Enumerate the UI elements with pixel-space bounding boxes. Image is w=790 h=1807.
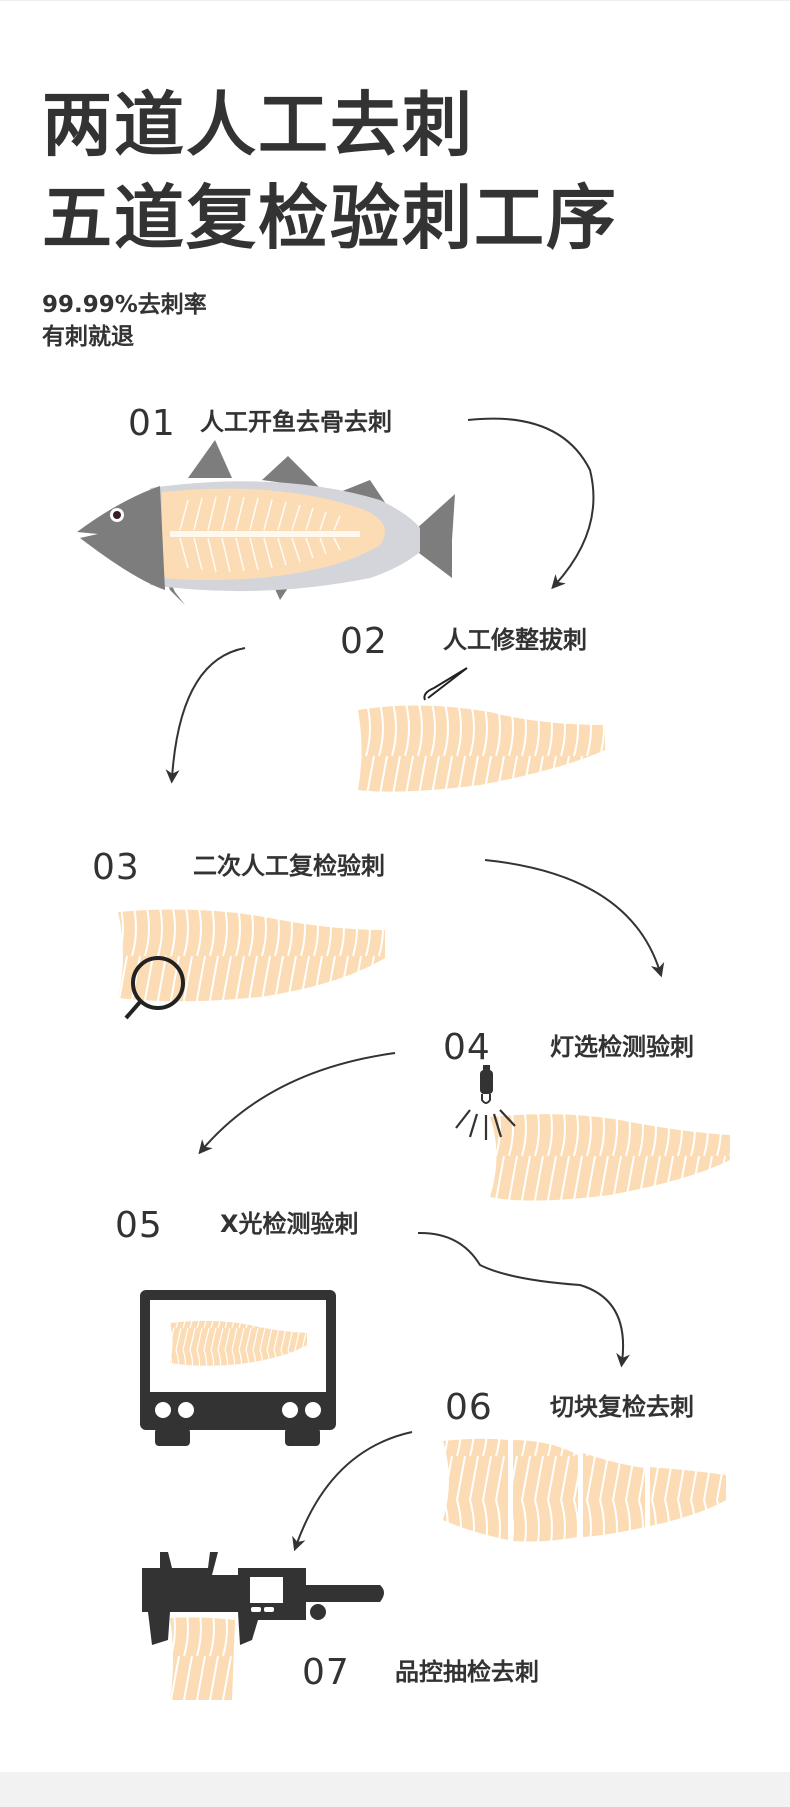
step-6-number: 06: [445, 1387, 493, 1428]
fish-head: [77, 486, 165, 590]
magnifier-icon: [124, 956, 185, 1020]
xray-fillet: [170, 1320, 307, 1366]
tail-fin: [415, 494, 455, 578]
step-3-number: 03: [92, 847, 140, 888]
step-1-title: 人工开鱼去骨去刺: [200, 408, 392, 436]
step-7-number: 07: [302, 1652, 350, 1693]
step-1-number: 01: [128, 403, 176, 444]
page-title-line2: 五道复检验刺工序: [42, 177, 618, 259]
lamp-icon: [455, 1065, 516, 1140]
fillet-2: [358, 705, 605, 792]
subtitle-guarantee: 有刺就退: [42, 324, 134, 350]
arrow-5-to-6: [417, 1231, 631, 1368]
subtitle-rate: 99.99%去刺率: [42, 292, 207, 318]
arrow-1-to-2: [467, 417, 595, 590]
dorsal-fin-2: [262, 456, 320, 488]
tweezers-icon: [423, 667, 468, 701]
top-divider: [0, 0, 790, 1]
whole-fish-icon: [77, 440, 455, 605]
step-7-title: 品控抽检去刺: [395, 1658, 539, 1686]
footer-band: [0, 1772, 790, 1807]
fillet-chunks-icon: [443, 1438, 726, 1542]
step-6-title: 切块复检去刺: [550, 1393, 694, 1421]
step-2-number: 02: [340, 621, 388, 662]
step-3-title: 二次人工复检验刺: [193, 852, 385, 880]
arrow-3-to-4: [484, 859, 665, 978]
fillet-4: [490, 1114, 730, 1201]
arrow-4-to-5: [198, 1052, 396, 1155]
page-title-line1: 两道人工去刺: [42, 84, 474, 166]
dorsal-fin-1: [188, 440, 232, 478]
step-4-title: 灯选检测验刺: [550, 1033, 694, 1061]
fillet-3: [118, 909, 385, 1002]
step-4-number: 04: [443, 1027, 491, 1068]
arrow-2-to-3: [165, 647, 246, 784]
fillet-cube: [170, 1617, 235, 1700]
step-5-number: 05: [115, 1205, 163, 1246]
arrow-6-to-7: [292, 1431, 413, 1552]
xray-machine-icon: [140, 1290, 336, 1446]
step-2-title: 人工修整拔刺: [443, 626, 587, 654]
step-5-title: X光检测验刺: [220, 1210, 359, 1238]
caliper-icon: [142, 1552, 384, 1645]
